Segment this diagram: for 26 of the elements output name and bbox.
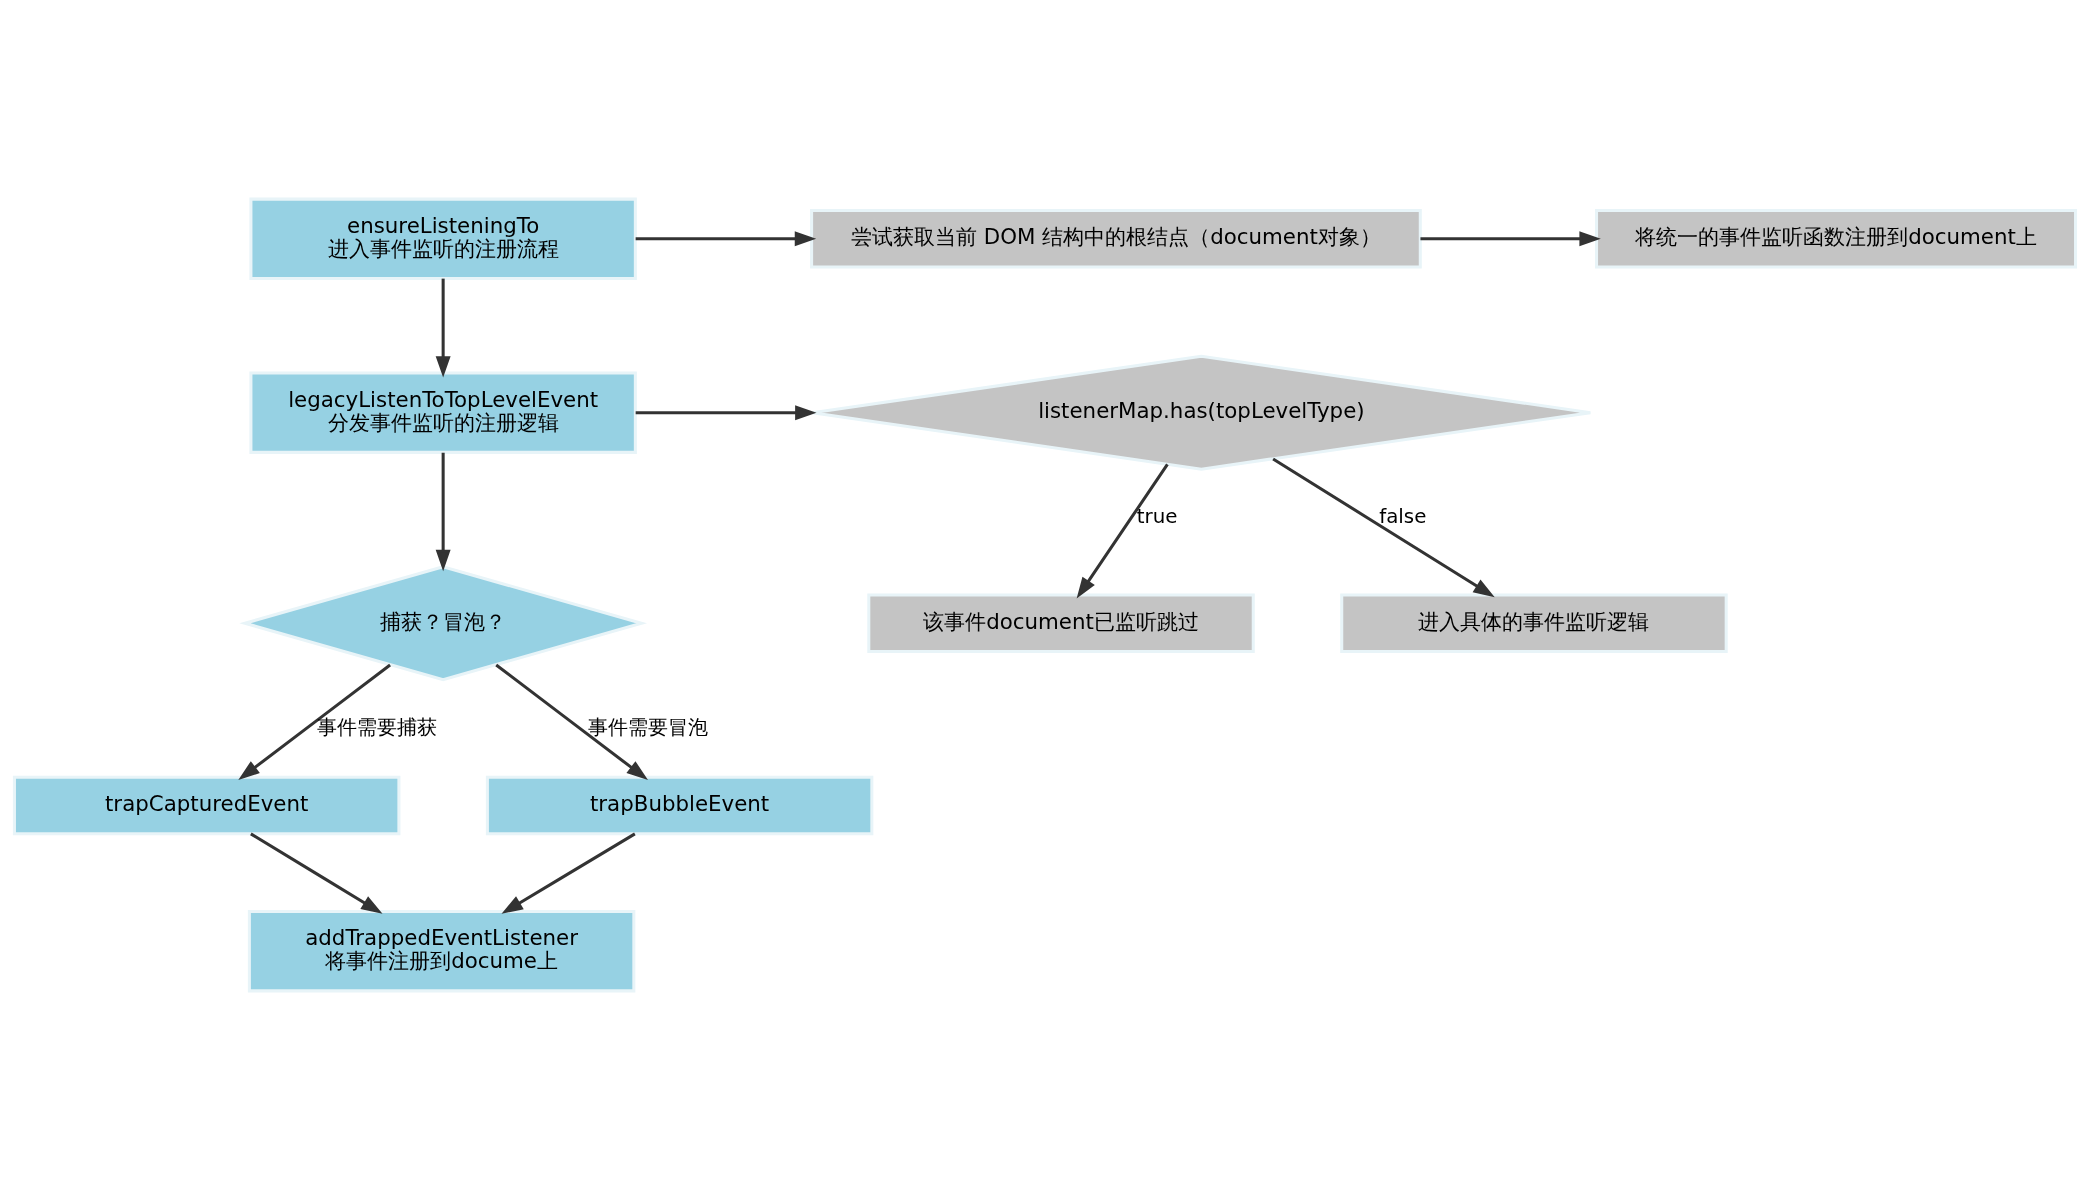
arrow	[1076, 463, 1169, 599]
node-box: ensureListeningTo 进入事件监听的注册流程	[249, 197, 637, 280]
arrow	[1420, 231, 1601, 247]
node-box: 进入具体的事件监听逻辑	[1340, 593, 1728, 653]
arrow	[1272, 457, 1495, 598]
node-box: trapCapturedEvent	[12, 775, 401, 836]
arrow	[435, 452, 451, 572]
arrow	[250, 832, 383, 914]
arrow	[495, 663, 648, 781]
edge-label: false	[1379, 505, 1427, 529]
node-box: 将统一的事件监听函数注册到document上	[1595, 209, 2078, 269]
node-diamond: listenerMap.has(topLevelType)	[810, 354, 1592, 471]
node-box: trapBubbleEvent	[485, 775, 874, 836]
arrow	[501, 832, 636, 914]
node-box: 尝试获取当前 DOM 结构中的根结点（document对象）	[810, 209, 1422, 269]
edge-label: 事件需要捕获	[316, 715, 437, 739]
node-box: addTrappedEventListener 将事件注册到docume上	[247, 910, 636, 993]
edge-label: true	[1136, 505, 1178, 529]
edge-label: 事件需要冒泡	[588, 715, 709, 739]
node-diamond: 捕获？冒泡？	[239, 565, 648, 682]
arrow	[238, 663, 391, 781]
arrow	[635, 405, 817, 421]
arrow	[635, 231, 817, 247]
node-box: 该事件document已监听跳过	[867, 593, 1255, 653]
node-box: legacyListenToTopLevelEvent 分发事件监听的注册逻辑	[249, 371, 637, 454]
arrow	[435, 278, 451, 378]
